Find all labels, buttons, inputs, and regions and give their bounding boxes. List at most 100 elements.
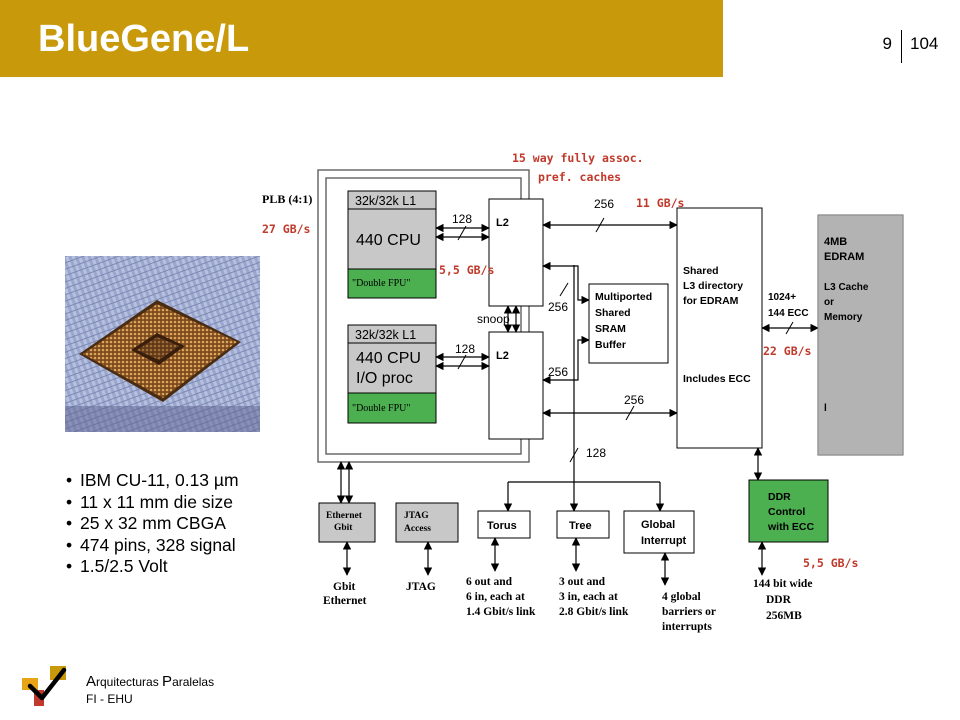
plb-frame-inner [325,177,522,455]
footer-text: rquitecturas [96,675,163,689]
edram-marker: l [824,403,827,414]
sram-box [588,283,669,364]
footer-cap: A [86,673,97,690]
sram-line: SRAM [595,323,626,335]
annotation-bw-5-5-a: 5,5 GB/s [439,263,494,277]
header-bar [0,0,723,77]
jtag-box-line: JTAG [404,511,429,521]
footer-title: Arquitecturas Paralelas [86,673,214,690]
chip-photo [65,256,260,432]
l2-label-b: L2 [496,350,509,362]
ethernet-box-line: Gbit [334,523,353,533]
ddr-line: with ECC [767,521,814,533]
bw-128-bottom: 128 [586,446,606,460]
svg-text:4 global barriers or i: 4 global barriers or interrupts [662,591,719,633]
cpu2-l1-label: 32k/32k L1 [355,328,416,342]
feature-item: 474 pins, 328 signal [66,535,239,557]
plb-frame-outer [317,169,530,463]
feature-item: 25 x 32 mm CBGA [66,513,239,535]
ethernet-box-line: Ethernet [326,511,363,521]
torus-box [477,510,531,539]
torus-label-line: 1.4 Gbit/s link [466,606,536,618]
ddr-label-line: DDR [766,594,792,606]
svg-text:JTAG Access: JTAG Access [404,511,431,534]
ehu-logo [22,666,67,706]
tree-label-line: 3 out and [559,576,606,588]
l2-box-a [488,198,544,307]
svg-text:Multiported Shared SRA: Multiported Shared SRAM Buffer [595,291,655,351]
edram-line: or [824,297,834,308]
feature-item: IBM CU-11, 0.13 µm [66,470,239,492]
cpu1-fpu [347,268,437,299]
tree-label-line: 3 in, each at [559,591,618,603]
ddr-label-line: 144 bit wide [753,578,812,590]
cpu1-fpu-label: "Double FPU" [352,278,410,289]
annotation-bw-5-5-b: 5,5 GB/s [803,556,858,570]
global-box-line: Interrupt [641,535,687,547]
page-total: 104 [910,34,939,53]
ecc-width-line: 1024+ [768,292,796,303]
ddr-label-line: 256MB [766,610,802,622]
annotation-caches-line1: 15 way fully assoc. [512,151,644,165]
ethernet-box [318,502,376,543]
jtag-box [395,502,459,543]
jtag-label: JTAG [406,581,436,593]
bw-256-sram-b: 256 [548,365,568,379]
cpu1-name: 440 CPU [356,232,421,249]
global-interrupt-box [623,510,695,554]
slide-title: BlueGene/L [38,18,250,60]
l2a-sram-link [542,261,590,305]
global-box-line: Global [641,519,675,531]
ecc-width-line: 144 ECC [768,308,809,319]
global-label-line: interrupts [662,621,712,633]
edram-line: L3 Cache [824,282,869,293]
feature-list: IBM CU-11, 0.13 µm 11 x 11 mm die size 2… [66,470,239,578]
sram-line: Multiported [595,291,652,303]
bw-128-mid: 128 [455,342,475,356]
svg-text:DDR Control with ECC: DDR Control with ECC [767,491,814,533]
sram-line: Shared [595,307,631,319]
cpu1-l1-label: 32k/32k L1 [355,194,416,208]
bw-256-bottom: 256 [624,393,644,407]
ddr-line: Control [768,506,805,518]
page-separator [901,30,902,63]
global-label-line: 4 global [662,591,701,603]
svg-text:Gbit Ethernet: Gbit Ethernet [323,581,367,607]
feature-item: 11 x 11 mm die size [66,492,239,514]
cpu2-fpu [347,392,437,424]
annotation-bw-27: 27 GB/s [262,222,310,236]
svg-text:Global Interrupt: Global Interrupt [641,519,687,547]
l2-label-a: L2 [496,217,509,229]
ddr-control-box [748,479,829,543]
footer-text: aralelas [172,675,215,689]
page-number: 9 [882,34,892,53]
plb-label: PLB (4:1) [262,192,312,206]
svg-text:144 bit wide DDR 256MB: 144 bit wide DDR 256MB [753,578,815,622]
cpu2-name-line1: 440 CPU [356,350,421,367]
svg-text:L3 Cache or Memory: L3 Cache or Memory [824,282,871,323]
edram-line: EDRAM [824,251,864,263]
l3-directory-box [676,207,763,449]
l3dir-line: Shared [683,265,719,277]
edram-line: Memory [824,312,863,323]
snoop-label: snoop [477,312,510,326]
jtag-box-line: Access [404,524,431,534]
tree-label-box: Tree [569,520,592,532]
annotation-caches-line2: pref. caches [538,170,621,184]
svg-text:4MB EDRAM: 4MB EDRAM [824,236,864,263]
l3dir-line: for EDRAM [683,295,739,307]
svg-text:1024+ 144 ECC: 1024+ 144 ECC [768,292,809,319]
ddr-line: DDR [768,491,791,503]
torus-label-line: 6 out and [466,576,513,588]
tree-box [556,510,610,539]
svg-text:3 out and 3 in, each at: 3 out and 3 in, each at 2.8 Gbit/s link [559,576,629,618]
torus-label-box: Torus [487,520,517,532]
ethernet-label-line: Gbit [333,581,356,593]
l2-box-b [488,331,544,440]
svg-text:Ethernet Gbit: Ethernet Gbit [326,511,364,533]
annotation-bw-11: 11 GB/s [636,196,684,210]
sram-line: Buffer [595,339,626,351]
edram-line: 4MB [824,236,847,248]
l3dir-line: Includes ECC [683,373,751,385]
global-label-line: barriers or [662,606,716,618]
